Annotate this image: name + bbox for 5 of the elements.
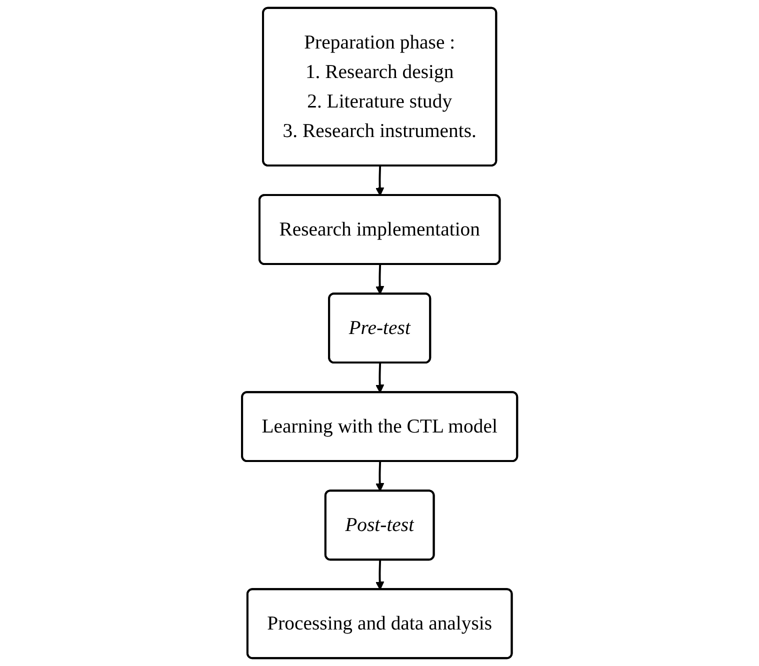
arrow <box>375 462 384 492</box>
arrow <box>375 264 384 294</box>
arrow <box>375 363 384 393</box>
arrow <box>375 560 384 590</box>
arrow <box>375 166 384 196</box>
